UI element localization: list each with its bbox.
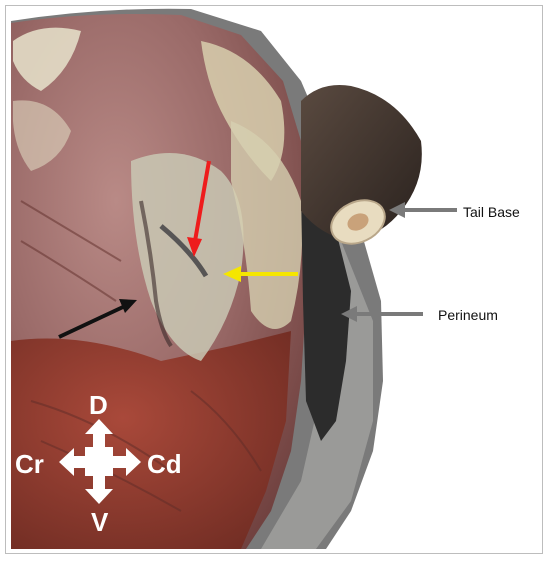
tail-base-pointer-head xyxy=(389,202,405,218)
compass-cranial-label: Cr xyxy=(15,449,44,479)
tail-base-label: Tail Base xyxy=(463,204,520,220)
lower-muscle xyxy=(11,331,291,549)
fascia-right xyxy=(231,121,303,329)
red-arrow-head xyxy=(187,237,202,257)
image-frame: Tail Base Perineum D V Cr Cd xyxy=(5,5,543,554)
orientation-compass xyxy=(59,419,141,504)
black-arrow xyxy=(58,305,124,339)
yellow-arrow-head xyxy=(223,266,241,282)
perineum-label: Perineum xyxy=(438,307,498,323)
black-arrow-head xyxy=(119,299,137,313)
compass-dorsal-label: D xyxy=(89,390,108,420)
fat-patch-left xyxy=(13,100,71,171)
dark-vessel xyxy=(139,200,173,348)
compass-caudal-label: Cd xyxy=(147,449,182,479)
dark-cleft xyxy=(159,224,209,278)
dissection-photo xyxy=(11,8,457,549)
fat-patch-top xyxy=(13,27,81,92)
compass-ventral-label: V xyxy=(91,507,109,537)
red-arrow xyxy=(193,160,211,242)
tail-fur xyxy=(301,85,422,241)
perineum-pointer-head xyxy=(341,306,357,322)
tail-vertebra xyxy=(347,213,369,231)
perineum-tissue xyxy=(301,191,351,441)
